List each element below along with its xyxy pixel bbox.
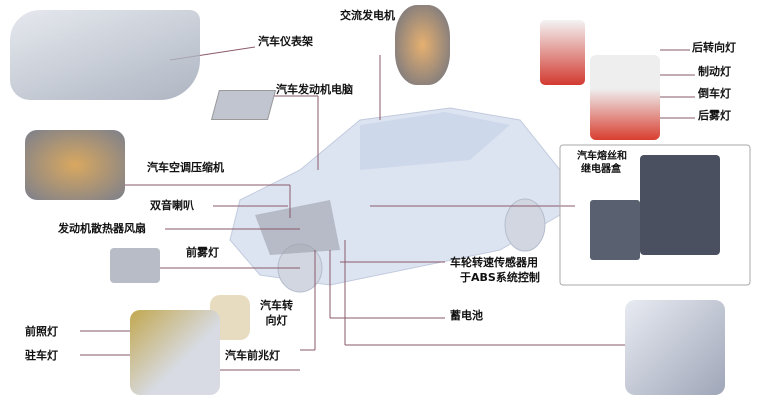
car-illustration [229,107,561,293]
alternator-image [395,5,450,85]
label-ac-compressor: 汽车空调压缩机 [147,161,224,174]
label-reverse: 倒车灯 [698,87,731,100]
label-front-marker: 汽车前兆灯 [225,349,280,362]
fog-lamp-image [110,248,160,283]
label-parking-light: 驻车灯 [25,349,58,362]
label-dashboard: 汽车仪表架 [258,35,313,48]
dashboard-image [10,10,200,100]
label-front-fog: 前雾灯 [186,246,219,259]
headlight-image [130,310,220,395]
label-headlight: 前照灯 [25,325,58,338]
label-alternator: 交流发电机 [340,9,395,22]
label-battery: 蓄电池 [450,309,483,322]
abs-unit-image [625,300,725,395]
label-turn-line2: 向灯 [265,314,288,327]
fuse-box-frame [559,144,751,286]
ac-compressor-image [25,130,125,200]
taillight-image [540,20,585,85]
fuse-relay-image [640,155,720,255]
label-fuse-box-line1: 汽车熔丝和 [577,151,627,162]
label-rear-turn: 后转向灯 [692,41,736,54]
label-horn: 双音喇叭 [150,199,194,212]
label-turn-signal: 汽车转 向灯 [260,298,293,328]
relay-image [590,200,640,260]
label-turn-line1: 汽车转 [260,299,293,312]
label-rear-fog: 后雾灯 [698,109,731,122]
label-abs-sensor: 车轮转速传感器用 于ABS系统控制 [450,255,540,285]
label-fuse-box: 汽车熔丝和 继电器盒 [577,150,627,176]
label-radiator-fan: 发动机散热器风扇 [58,222,146,235]
label-abs-line1: 车轮转速传感器用 [450,256,538,269]
ecu-image [210,90,277,120]
label-fuse-box-line2: 继电器盒 [581,164,621,175]
label-abs-line2: 于ABS系统控制 [460,271,540,284]
label-brake: 制动灯 [698,65,731,78]
label-ecu: 汽车发动机电脑 [276,83,353,96]
taillight-image-2 [590,55,660,140]
